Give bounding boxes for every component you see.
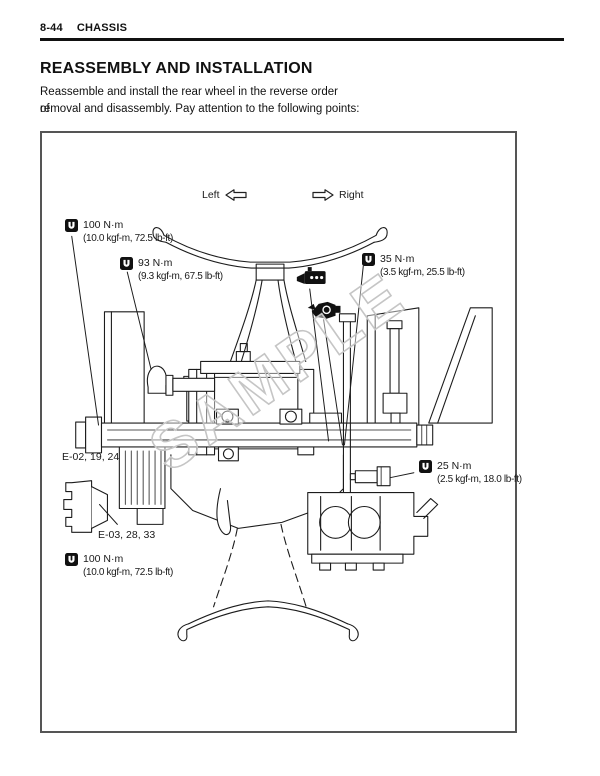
section-title: REASSEMBLY AND INSTALLATION	[40, 60, 313, 77]
reference-label-e03: E-03, 28, 33	[98, 529, 156, 541]
left-swingarm-tube	[103, 311, 145, 424]
torque-wrench-icon	[362, 253, 375, 266]
torque-value: 100 N·m	[83, 219, 124, 231]
torque-value: 35 N·m	[380, 253, 415, 265]
torque-label-disc-bolt: 35 N·m (3.5 kgf-m, 25.5 lb-ft)	[362, 253, 465, 279]
leader-lines	[71, 235, 415, 525]
torque-label-sprocket-bolt: 93 N·m (9.3 kgf-m, 67.5 lb-ft)	[120, 257, 223, 283]
axle-nut	[63, 480, 93, 533]
torque-detail: (10.0 kgf-m, 72.5 lb-ft)	[83, 567, 173, 578]
grease-applicator-icon	[307, 301, 341, 319]
page-number: 8-44	[40, 22, 63, 34]
body-text-line1: Reassemble and install the rear wheel in…	[40, 86, 338, 115]
torque-detail: (9.3 kgf-m, 67.5 lb-ft)	[138, 271, 223, 282]
torque-value: 100 N·m	[83, 553, 124, 565]
reference-label-e02: E-02, 19, 24	[62, 451, 120, 463]
left-arrow-icon	[224, 189, 247, 201]
torque-wrench-icon	[65, 553, 78, 566]
torque-wrench-icon	[419, 460, 432, 473]
torque-wrench-icon	[120, 257, 133, 270]
diagram-frame: SAMPLE Left Right 100 N·m (10.0 kgf-m, 7…	[40, 131, 522, 733]
chapter-name: CHASSIS	[76, 22, 128, 34]
bottom-rim	[188, 600, 348, 625]
direction-right: Right	[312, 189, 364, 201]
torque-value: 93 N·m	[138, 257, 173, 269]
torque-label-axle-nut: 100 N·m (10.0 kgf-m, 72.5 lb-ft)	[65, 553, 173, 579]
torque-wrench-icon	[65, 219, 78, 232]
body-text-line2: removal and disassembly. Pay attention t…	[40, 103, 360, 115]
right-label: Right	[339, 189, 364, 201]
torque-label-caliper-bolt: 25 N·m (2.5 kgf-m, 18.0 lb-ft)	[419, 460, 522, 486]
torque-value: 25 N·m	[437, 460, 472, 472]
page-header: 8-44 CHASSIS	[40, 22, 127, 34]
grease-tube-icon	[296, 267, 326, 284]
torque-label-axle-left: 100 N·m (10.0 kgf-m, 72.5 lb-ft)	[65, 219, 173, 245]
top-rim	[163, 234, 377, 263]
torque-detail: (2.5 kgf-m, 18.0 lb-ft)	[437, 474, 522, 485]
torque-detail: (10.0 kgf-m, 72.5 lb-ft)	[83, 233, 173, 244]
header-rule	[40, 38, 564, 41]
rear-wheel-assembly-drawing: SAMPLE	[63, 227, 493, 642]
left-label: Left	[202, 189, 220, 201]
right-arrow-icon	[312, 189, 334, 201]
direction-left: Left	[202, 189, 247, 201]
torque-detail: (3.5 kgf-m, 25.5 lb-ft)	[380, 267, 465, 278]
